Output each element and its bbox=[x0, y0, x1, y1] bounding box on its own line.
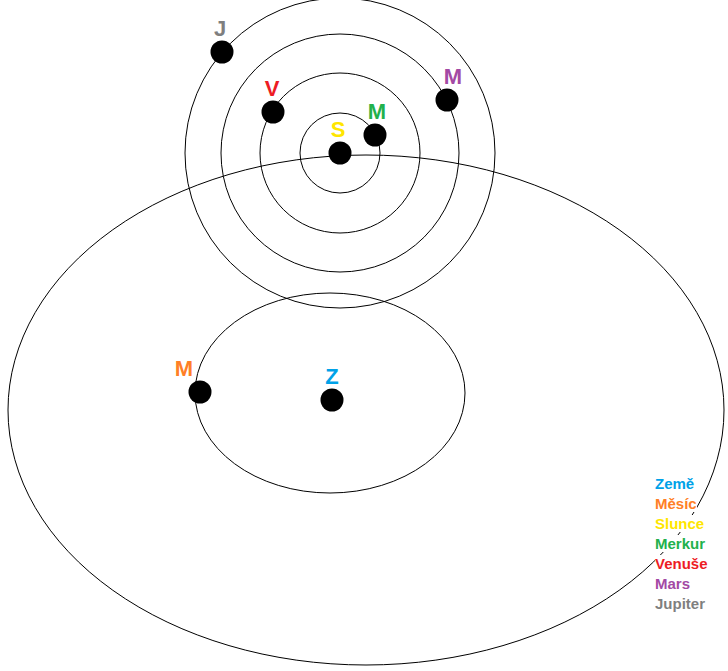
body-dot bbox=[436, 89, 459, 112]
jupiter-body: J bbox=[210, 18, 234, 64]
sun-orbit bbox=[8, 155, 724, 665]
body-letter: M bbox=[174, 358, 194, 380]
body-letter: V bbox=[264, 78, 281, 100]
jupiter-orbit bbox=[185, 0, 495, 308]
legend-entry: Měsíc bbox=[655, 494, 708, 514]
legend-text: Venuše bbox=[655, 555, 708, 572]
earth-body: Z bbox=[320, 366, 344, 412]
body-dot bbox=[364, 124, 387, 147]
body-dot bbox=[211, 41, 234, 64]
body-letter: Z bbox=[324, 366, 339, 388]
legend-entry: Merkur bbox=[655, 534, 708, 554]
legend-text: Jupiter bbox=[655, 595, 705, 612]
legend-entry: Země bbox=[655, 474, 708, 494]
body-dot bbox=[261, 100, 285, 124]
legend-text: Měsíc bbox=[655, 495, 697, 512]
body-dot bbox=[320, 388, 344, 412]
legend-entry: Slunce bbox=[655, 514, 708, 534]
body-letter: J bbox=[213, 18, 227, 40]
sun-body: S bbox=[328, 119, 352, 165]
legend-entry: Jupiter bbox=[655, 594, 708, 614]
mercury-orbit bbox=[300, 113, 380, 193]
mars-body: M bbox=[435, 66, 459, 112]
body-dot bbox=[262, 101, 285, 124]
body-dot bbox=[321, 389, 344, 412]
body-dot bbox=[188, 380, 212, 404]
legend-text: Slunce bbox=[655, 515, 704, 532]
body-letter: M bbox=[367, 101, 387, 123]
legend-text: Země bbox=[655, 475, 694, 492]
legend-text: Mars bbox=[655, 575, 690, 592]
body-letter: S bbox=[330, 119, 347, 141]
body-dot bbox=[435, 88, 459, 112]
body-dot bbox=[363, 123, 387, 147]
body-dot bbox=[328, 141, 352, 165]
legend-text: Merkur bbox=[655, 535, 705, 552]
moon-body: M bbox=[188, 358, 212, 404]
mars-orbit bbox=[221, 34, 459, 272]
body-letter: M bbox=[443, 66, 463, 88]
venus-orbit bbox=[260, 73, 420, 233]
legend-entry: Venuše bbox=[655, 554, 708, 574]
mercury-body: M bbox=[363, 101, 387, 147]
moon-orbit bbox=[195, 293, 465, 493]
legend-entry: Mars bbox=[655, 574, 708, 594]
body-dot bbox=[189, 381, 212, 404]
body-dot bbox=[329, 142, 352, 165]
body-dot bbox=[210, 40, 234, 64]
legend: ZeměMěsícSlunceMerkurVenušeMarsJupiter bbox=[655, 474, 708, 614]
venus-body: V bbox=[261, 78, 285, 124]
